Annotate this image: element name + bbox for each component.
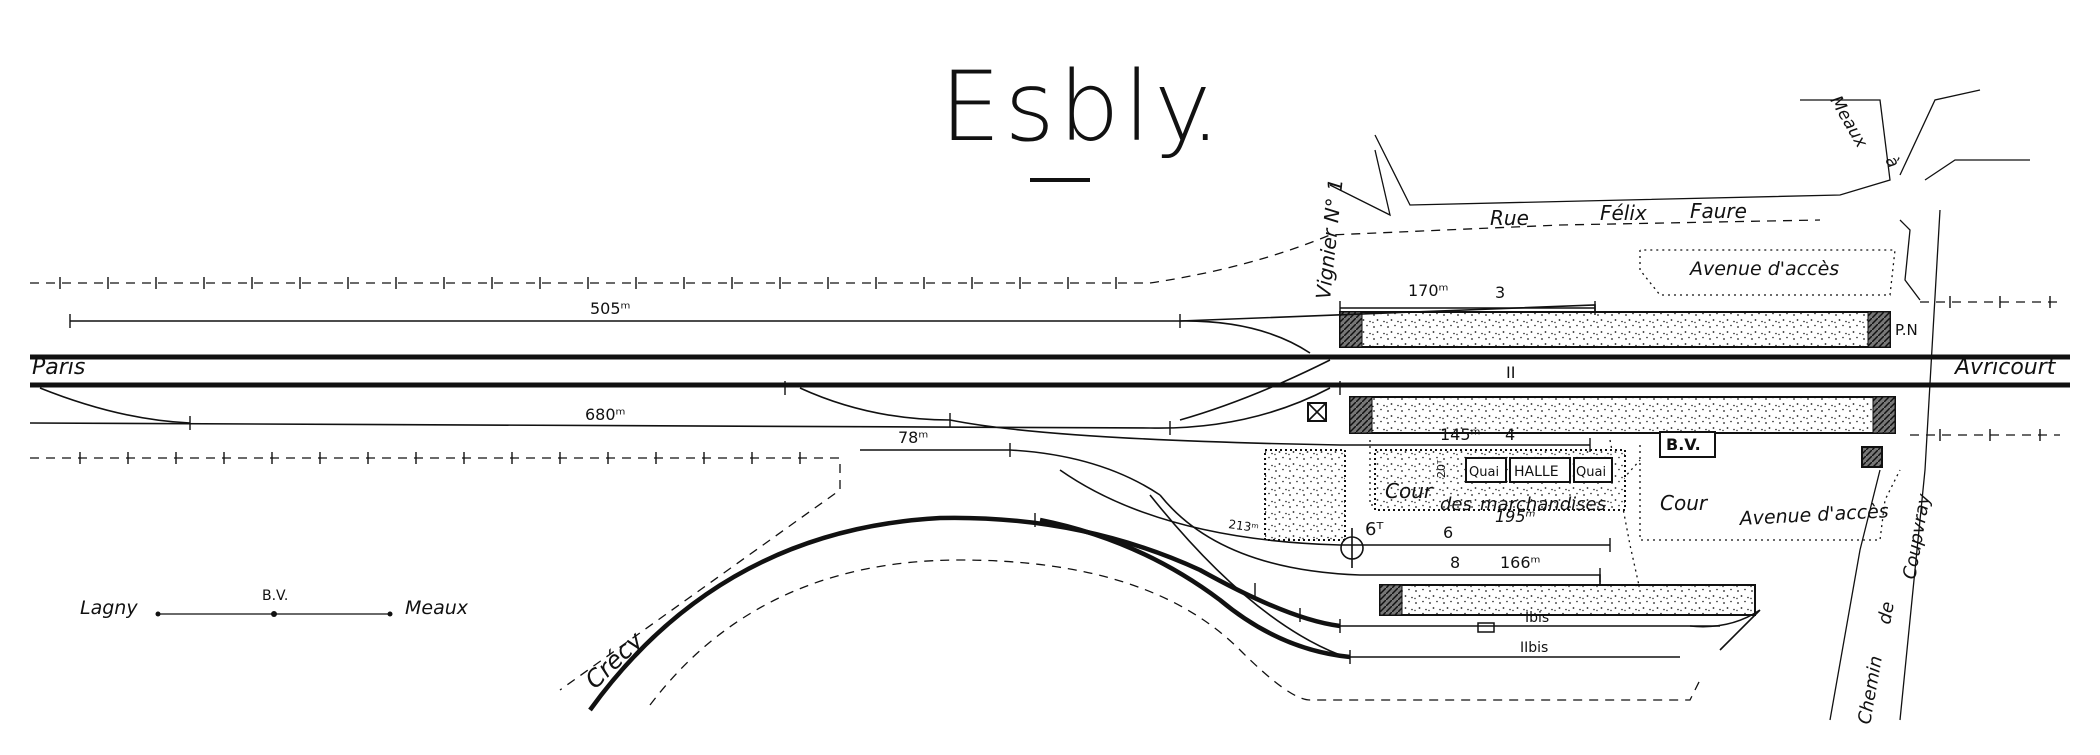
cour-marchandises-1: Cour <box>1385 479 1434 503</box>
quai-left-label: Quai <box>1469 465 1499 480</box>
street-de: de <box>1874 600 1899 626</box>
platform-upper-end-right <box>1867 311 1891 348</box>
boundary-crecy-lower <box>649 559 1701 706</box>
pn-label: P.N <box>1895 321 1918 339</box>
track-4-length: 145ᵐ <box>1440 425 1481 444</box>
station-avricourt: Avricourt <box>1953 355 2057 380</box>
street-felix: Félix <box>1600 201 1647 225</box>
station-paris: Paris <box>32 355 85 380</box>
signal-box-building <box>1307 402 1327 422</box>
goods-yard-left <box>1264 449 1346 541</box>
cour-marchandises-3: marchandises <box>1480 494 1606 515</box>
bv-building-label: B.V. <box>1666 435 1701 454</box>
quai-right-label: Quai <box>1576 465 1606 480</box>
road-outline-2 <box>1374 99 1891 206</box>
platform-upper-end-left <box>1339 311 1363 348</box>
bv-building <box>1659 431 1716 458</box>
road-outline-5 <box>1899 219 1921 301</box>
signal-box-vignier: Vignier N° 1 <box>1311 178 1348 301</box>
boundary-ticks <box>59 277 2051 464</box>
siding-680 <box>29 387 1331 429</box>
legend-dot-left <box>155 611 161 617</box>
road-chemin-right <box>1899 209 1941 721</box>
length-213: 213ᵐ <box>1228 517 1260 535</box>
track-8 <box>1159 494 1601 585</box>
platform-crecy <box>1379 584 1756 616</box>
street-chemin: Chemin <box>1854 654 1887 726</box>
road-chemin-left <box>1829 469 1881 721</box>
siding-505 <box>70 320 1311 354</box>
track-3-length: 170ᵐ <box>1408 281 1449 300</box>
six-t-label: 6ᵀ <box>1365 519 1383 540</box>
small-box-ibis <box>1477 622 1495 633</box>
crossover-down <box>1149 494 1341 656</box>
legend-bv: B.V. <box>262 588 288 604</box>
legend-lagny: Lagny <box>80 597 138 619</box>
length-680: 680ᵐ <box>585 405 626 424</box>
track-6-length: 195ᵐ <box>1495 507 1536 526</box>
road-outline-3 <box>1899 89 1981 176</box>
boundary-top-left <box>30 219 1821 284</box>
legend-meaux: Meaux <box>405 597 469 619</box>
road-outline-1 <box>1329 149 1391 217</box>
twenty-t-label: 20ᵀ <box>1435 459 1448 478</box>
siding-680-left-connect <box>39 387 191 424</box>
siding-680-connect-2 <box>799 387 951 421</box>
boundary-left-lower <box>30 457 841 691</box>
plan-title: Esbly <box>940 51 1215 163</box>
legend-dot-middle <box>271 611 277 617</box>
road-outline-4 <box>1924 159 2030 181</box>
turntable-symbol <box>1340 528 1364 568</box>
halle-label: HALLE <box>1514 464 1559 480</box>
legend-dot-right <box>387 611 393 617</box>
cour-marchandises-2: des <box>1440 494 1472 515</box>
siding-78 <box>860 449 1161 496</box>
platform-lower <box>1349 396 1896 434</box>
length-505: 505ᵐ <box>590 299 631 318</box>
legend: Lagny B.V. Meaux <box>80 588 469 619</box>
crossover-upper <box>1179 359 1331 421</box>
track-iibis-loop <box>1689 609 1761 651</box>
street-meaux-arrow: à <box>1881 153 1904 172</box>
street-rue: Rue <box>1490 206 1529 230</box>
crecy-line-branch <box>1039 517 1351 660</box>
platform-lower-end-left <box>1349 396 1373 434</box>
track-iibis-name: IIbis <box>1520 640 1548 656</box>
platform-crecy-end-left <box>1379 584 1403 616</box>
crecy-line <box>588 515 1341 712</box>
platform-upper <box>1339 311 1891 348</box>
cour-label: Cour <box>1660 491 1709 515</box>
track-3-name: 3 <box>1495 283 1505 302</box>
track-ii-name: II <box>1506 363 1515 382</box>
plan-title-dot: . <box>1190 51 1225 163</box>
track-4-name: 4 <box>1505 425 1515 444</box>
length-78: 78ᵐ <box>898 428 928 447</box>
track-6-name: 6 <box>1443 523 1453 542</box>
track-ibis-name: Ibis <box>1525 610 1549 626</box>
street-coupvray: Coupvray <box>1899 492 1935 581</box>
station-crecy: Crécy <box>580 626 650 694</box>
track-6 <box>1059 469 1610 546</box>
halle-building <box>1465 457 1613 483</box>
street-avenue-acces-top: Avenue d'accès <box>1688 258 1839 280</box>
street-faure: Faure <box>1690 199 1747 223</box>
street-meaux: Meaux <box>1826 93 1872 153</box>
track-ticks <box>69 301 1611 664</box>
platform-lower-end-right <box>1872 396 1896 434</box>
track-8-length: 166ᵐ <box>1500 553 1541 572</box>
track-4 <box>949 419 1590 446</box>
track-8-name: 8 <box>1450 553 1460 572</box>
small-hatched-building <box>1861 446 1883 468</box>
